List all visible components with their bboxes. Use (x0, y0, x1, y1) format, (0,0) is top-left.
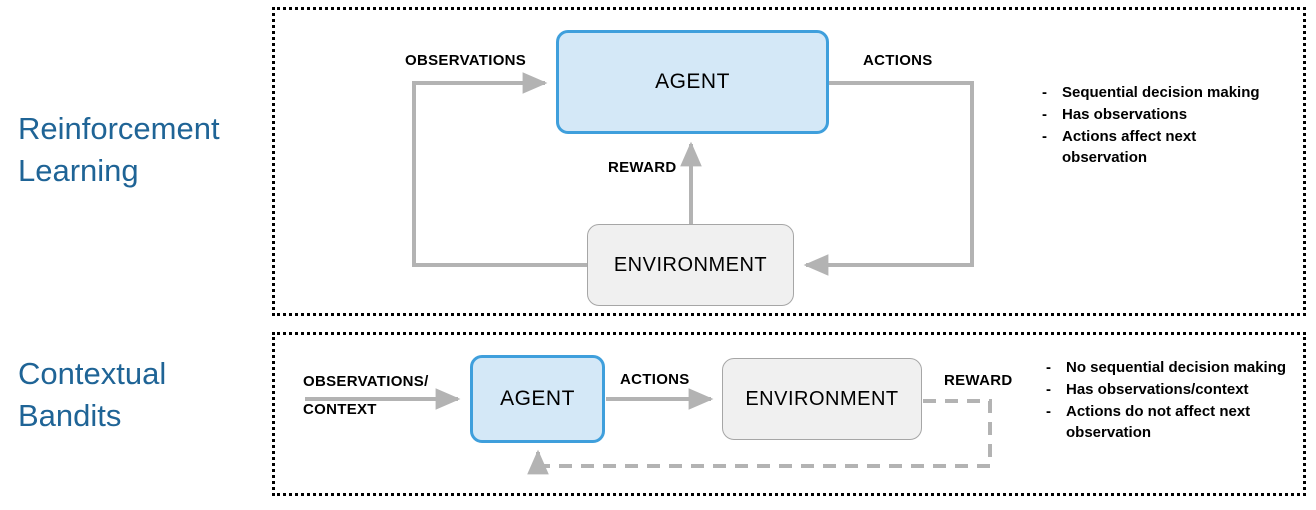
edge-label-observations-context-cb: OBSERVATIONS/ CONTEXT (303, 373, 429, 418)
section-title-reinforcement-learning: Reinforcement Learning (18, 111, 220, 188)
edge-label-reward-rl: REWARD (608, 159, 677, 176)
edge-label-actions-rl: ACTIONS (863, 52, 933, 69)
edge-label-observations-rl: OBSERVATIONS (405, 52, 527, 69)
edge-label-reward-cb: REWARD (944, 372, 1013, 389)
list-item: No sequential decision making (1044, 357, 1294, 378)
node-agent-cb[interactable]: AGENT (470, 355, 605, 443)
list-item: Sequential decision making (1040, 82, 1280, 103)
edge-label-actions-cb: ACTIONS (620, 371, 690, 388)
list-item: Actions do not affect next observation (1044, 401, 1294, 443)
panel-contextual-bandits (272, 332, 1306, 496)
node-agent-rl[interactable]: AGENT (556, 30, 829, 134)
node-environment-rl[interactable]: ENVIRONMENT (587, 224, 794, 306)
list-item: Has observations (1040, 104, 1280, 125)
node-environment-cb[interactable]: ENVIRONMENT (722, 358, 922, 440)
panel-reinforcement-learning (272, 7, 1306, 316)
bullet-list-rl: Sequential decision making Has observati… (1040, 82, 1280, 169)
list-item: Actions affect next observation (1040, 126, 1280, 168)
section-title-contextual-bandits: Contextual Bandits (18, 356, 167, 433)
list-item: Has observations/context (1044, 379, 1294, 400)
bullet-list-cb: No sequential decision making Has observ… (1044, 357, 1294, 444)
